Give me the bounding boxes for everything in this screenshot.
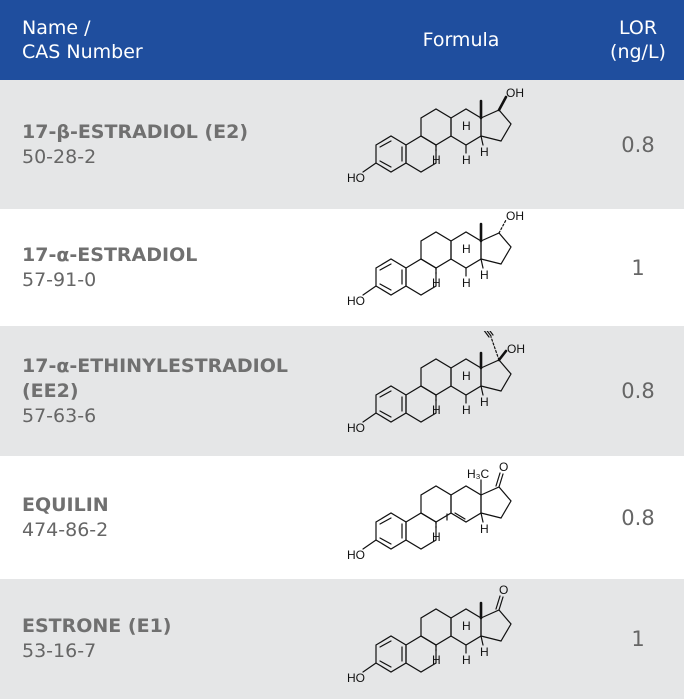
compound-cell: ESTRONE (E1) 53-16-7 [0,614,330,664]
compound-cell: 17-β-ESTRADIOL (E2) 50-28-2 [0,120,330,170]
table-header: Name / CAS Number Formula LOR (ng/L) [0,0,684,80]
compound-name: 17-α-ESTRADIOL [22,243,198,266]
formula-cell: OH HO H H H H [330,209,592,326]
structure-diagram: O HO H H H H [347,583,512,685]
table-row: 17-α-ESTRADIOL 57-91-0 OH HO H H [0,209,684,326]
ho-label: HO [347,548,365,562]
h-label: H [462,119,471,133]
table-row: EQUILIN 474-86-2 H₃C O HO H [0,456,684,579]
ho-label: HO [347,421,365,435]
compound-cell: EQUILIN 474-86-2 [0,493,330,543]
h-label: H [462,153,471,167]
header-lor-label: LOR [618,17,658,39]
cas-number: 57-91-0 [22,268,97,291]
h-label: H [480,395,489,409]
compound-name: 17-β-ESTRADIOL (E2) [22,120,249,143]
h-label: H [480,268,489,282]
lor-value: 0.8 [621,132,655,157]
compound-name: 17-α-ETHINYLESTRADIOL(EE2) [22,354,289,402]
h-label: H [432,653,441,667]
compound-name: ESTRONE (E1) [22,615,172,637]
o-label: O [499,583,508,597]
h-label: H [480,145,489,159]
formula-cell: OH HO H H H H [330,326,592,456]
lor-value: 0.8 [621,379,655,403]
table-row: 17-α-ETHINYLESTRADIOL(EE2) 57-63-6 OH [0,326,684,456]
ho-label: HO [347,294,365,308]
header-cas-label: CAS Number [22,41,143,63]
lor-value: 0.8 [621,505,655,530]
ch3-label: H₃C [467,467,490,481]
formula-cell: H₃C O HO H H [330,456,592,579]
compound-cell: 17-α-ETHINYLESTRADIOL(EE2) 57-63-6 [0,354,330,429]
o-label: O [499,460,508,474]
cas-number: 474-86-2 [22,518,109,541]
cas-number: 53-16-7 [22,640,97,662]
lor-value: 1 [631,627,645,651]
h-label: H [432,403,441,417]
h-label: H [462,403,471,417]
table-row: 17-β-ESTRADIOL (E2) 50-28-2 OH HO H H [0,80,684,209]
ho-label: HO [347,671,365,685]
h-label: H [480,645,489,659]
h-label: H [462,653,471,667]
h-label: H [432,530,441,544]
table-row: ESTRONE (E1) 53-16-7 O HO H H [0,579,684,699]
header-lor-unit: (ng/L) [610,41,666,63]
compound-cell: 17-α-ESTRADIOL 57-91-0 [0,243,330,293]
ho-label: HO [347,171,365,185]
h-label: H [462,242,471,256]
structure-diagram: OH HO H H H H [347,86,524,185]
structure-diagram: OH HO H H H H [347,209,524,308]
header-name-label: Name / [22,17,91,39]
lor-value: 1 [631,255,645,280]
h-label: H [480,522,489,536]
compound-name: EQUILIN [22,493,109,516]
h-label: H [432,153,441,167]
cas-number: 57-63-6 [22,404,97,427]
h-label: H [432,276,441,290]
header-lor: LOR (ng/L) [592,16,684,64]
oh-label: OH [506,86,524,100]
header-name-cas: Name / CAS Number [0,16,330,64]
oh-label: OH [507,342,525,356]
cas-number: 50-28-2 [22,145,97,168]
structure-diagram: H₃C O HO H H [347,460,512,562]
oh-label: OH [506,209,524,223]
h-label: H [462,619,471,633]
formula-cell: O HO H H H H [330,579,592,699]
formula-cell: OH HO H H H H [330,80,592,209]
h-label: H [462,276,471,290]
h-label: H [462,369,471,383]
structure-diagram: OH HO H H H H [347,331,525,435]
header-formula: Formula [422,29,500,51]
